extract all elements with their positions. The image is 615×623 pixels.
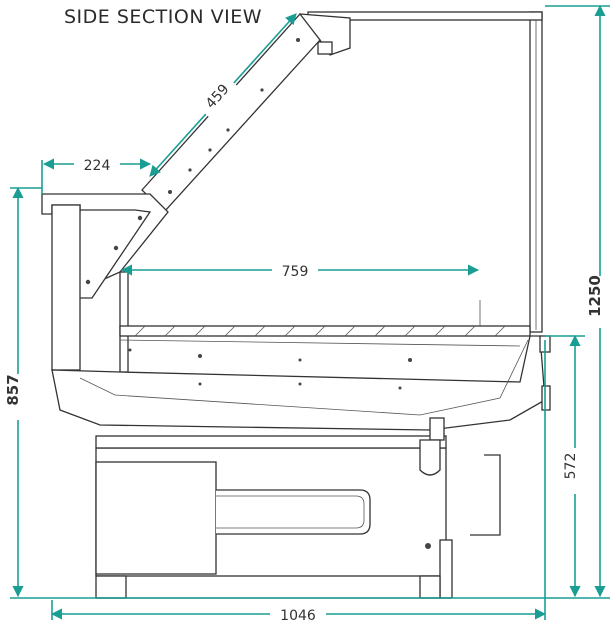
dim-label-overhang: 224: [84, 158, 111, 174]
dim-label-width: 1046: [280, 608, 316, 623]
condenser-coil: [216, 489, 371, 535]
dimension-labels: 459 224 759 857 1250 572 1046: [4, 72, 612, 623]
drain-pipe: [419, 439, 441, 476]
dim-label-front-height: 857: [4, 374, 22, 405]
rear-lower-panel: [439, 539, 453, 599]
light-fitting: [317, 41, 333, 55]
front-foot: [95, 575, 127, 599]
well-holes: [128, 348, 412, 390]
compressor-box: [95, 461, 217, 575]
front-post: [51, 204, 81, 371]
drain-fitting: [429, 417, 445, 441]
dim-label-total-height: 1250: [586, 275, 604, 317]
display-shelf: [119, 325, 531, 337]
front-lower-glass: [77, 209, 152, 299]
shelf-hatching: [134, 325, 506, 337]
dim-label-counter-height: 572: [563, 453, 579, 480]
dim-label-shelf: 759: [282, 264, 309, 280]
cabinet-outline: [41, 11, 551, 599]
rear-foot: [419, 575, 441, 599]
rear-bracket: [470, 454, 501, 536]
front-glass: [141, 12, 321, 213]
